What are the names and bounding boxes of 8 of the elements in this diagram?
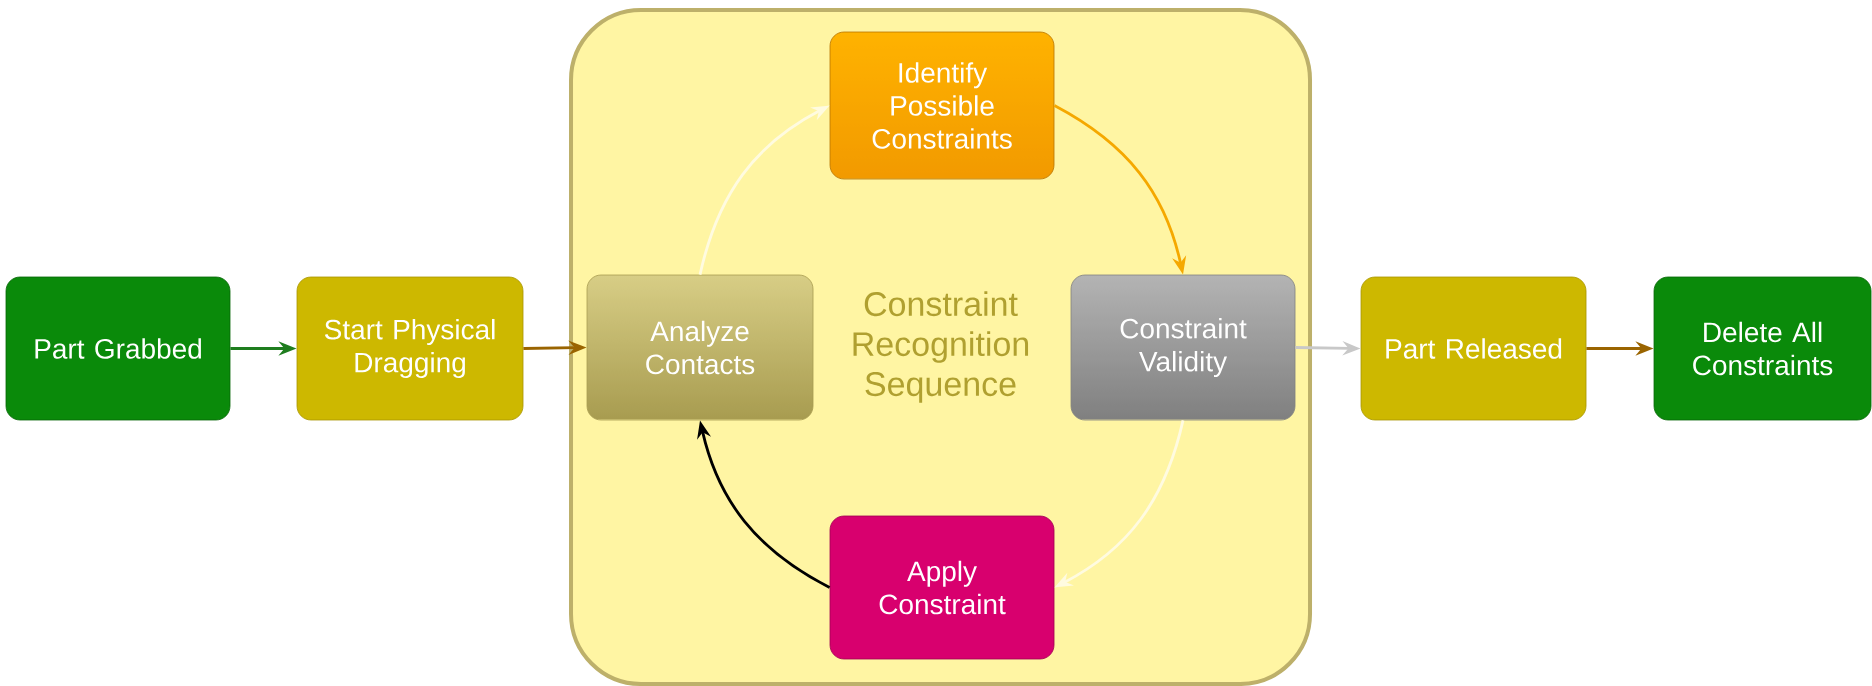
process-box: Identify Possible Constraints [829, 31, 1055, 180]
process-box: Apply Constraint [829, 515, 1055, 660]
process-box: Analyze Contacts [586, 274, 814, 421]
process-box: Start Physical Dragging [296, 276, 524, 421]
process-box: Constraint Validity [1070, 274, 1296, 421]
process-box: Part Released [1360, 276, 1587, 421]
process-box: Delete All Constraints [1653, 276, 1872, 421]
process-box: Part Grabbed [5, 276, 231, 421]
